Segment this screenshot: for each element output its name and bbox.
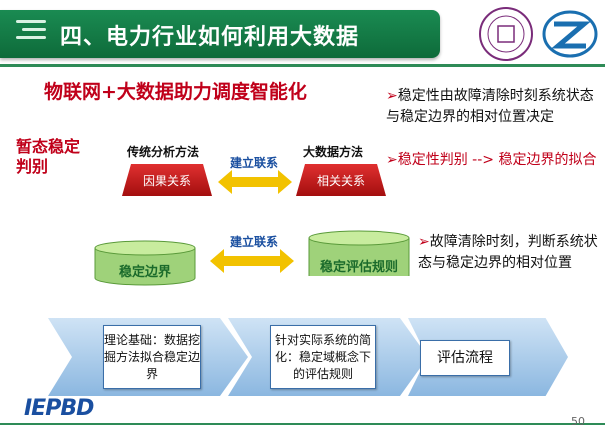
link-label-bottom: 建立联系 (230, 235, 279, 249)
double-arrow-icon (218, 170, 292, 194)
note-1: ➢稳定性由故障清除时刻系统状态与稳定边界的相对位置决定 (386, 88, 594, 125)
iepbd-logo: IEPBD (24, 396, 94, 421)
double-arrow-icon (210, 249, 294, 273)
flow-step-2: 针对实际系统的简化：稳定域概念下的评估规则 (270, 325, 376, 389)
flow-step-3: 评估流程 (420, 340, 510, 376)
stability-boundary-text: 稳定边界 (118, 265, 171, 280)
correlation-box (296, 164, 386, 196)
note-3: ➢故障清除时刻，判断系统状态与稳定边界的相对位置 (418, 234, 598, 271)
side-label: 暂态稳定判别 (16, 137, 81, 176)
slide-title: 四、电力行业如何利用大数据 (60, 25, 360, 50)
causal-relation-box (122, 164, 212, 196)
note-2: ➢稳定性判别 --> 稳定边界的拟合 (386, 152, 597, 168)
bigdata-method-label: 大数据方法 (303, 145, 364, 159)
correlation-text: 相关关系 (316, 174, 365, 188)
stability-boundary-cylinder (94, 240, 196, 286)
title-banner (0, 10, 440, 58)
university-seal-icon (479, 7, 533, 61)
flow-step-1: 理论基础：数据挖掘方法拟合稳定边界 (103, 325, 201, 389)
link-label-top: 建立联系 (230, 156, 279, 170)
lab-logo-icon (542, 10, 598, 58)
traditional-method-label: 传统分析方法 (127, 145, 200, 159)
bottom-divider (0, 423, 605, 425)
menu-lines-icon (16, 20, 46, 46)
top-divider (0, 64, 605, 67)
evaluation-rule-cylinder (308, 230, 410, 276)
causal-relation-text: 因果关系 (142, 174, 191, 188)
section-subtitle: 物联网+大数据助力调度智能化 (44, 81, 307, 103)
page-number: 50 (571, 415, 585, 428)
evaluation-rule-text: 稳定评估规则 (319, 260, 398, 275)
